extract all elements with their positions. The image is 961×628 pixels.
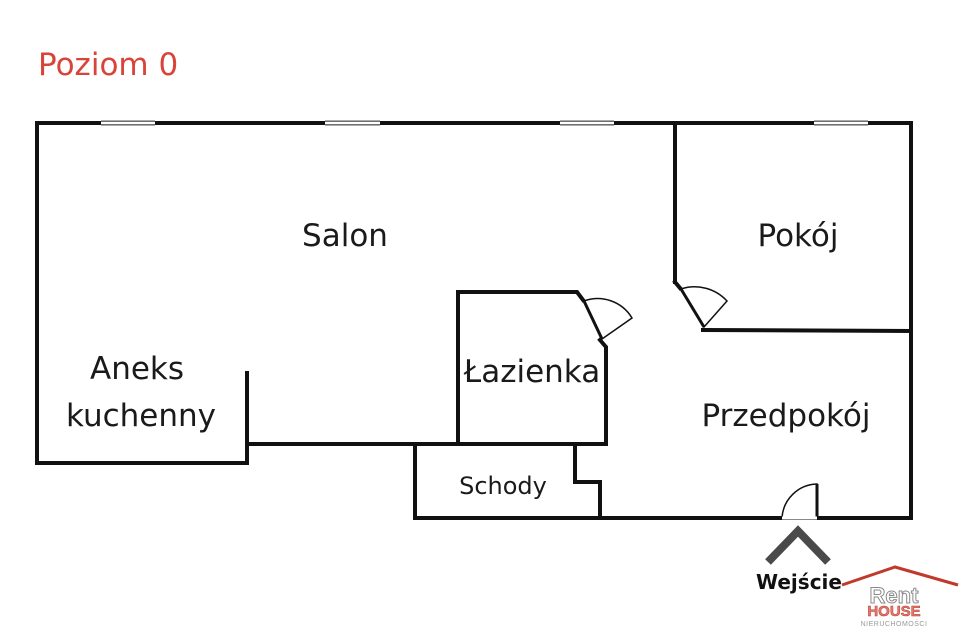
room-label-schody: Schody [459,472,547,500]
chevron-up-icon [765,525,831,565]
company-logo: Rent HOUSE NIERUCHOMOŚCI [841,565,959,628]
door-entrance [781,483,819,520]
room-label-aneks: Aneks [90,351,184,387]
interior-walls [245,121,914,520]
room-label-kuchenny: kuchenny [66,398,216,434]
room-label-lazienka: Łazienka [463,354,600,390]
outer-walls [35,121,913,520]
entrance-label: Wejście [756,570,842,594]
room-label-przedpokoj: Przedpokój [702,398,871,434]
room-label-salon: Salon [302,218,388,254]
svg-text:NIERUCHOMOŚCI: NIERUCHOMOŚCI [861,619,928,628]
svg-text:HOUSE: HOUSE [867,603,920,620]
level-title: Poziom 0 [38,47,178,83]
room-label-pokoj: Pokój [758,218,839,254]
svg-text:Rent: Rent [870,583,920,608]
windows [101,120,868,126]
door-pokoj [679,286,729,329]
door-lazienka [582,297,634,341]
